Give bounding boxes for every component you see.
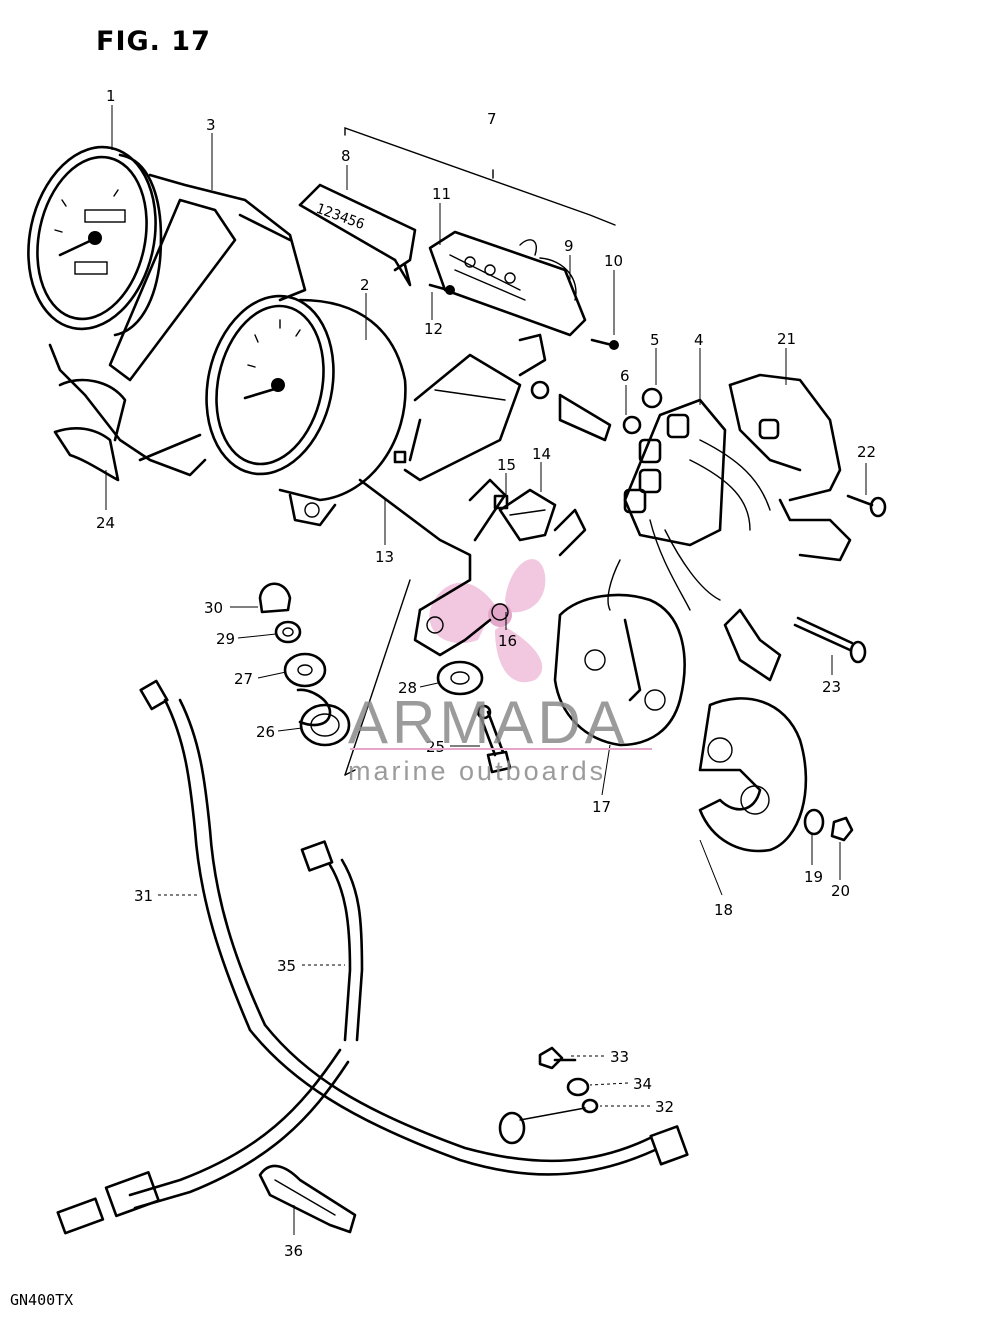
washer-29 [274,620,302,644]
watermark-underline [350,748,652,750]
cap-30 [258,582,292,614]
callout-11: 11 [432,185,451,203]
bulb-5 [641,387,663,409]
callout-16: 16 [498,632,517,650]
callout-19: 19 [804,868,823,886]
callout-3: 3 [206,116,216,134]
callout-25: 25 [426,738,445,756]
callout-30: 30 [204,599,223,617]
base-plate-17 [553,593,686,747]
cable-clamp-36 [258,1164,357,1234]
indicator-socket-plate [428,230,587,377]
callout-14: 14 [532,445,551,463]
plate-16 [468,478,587,557]
callout-24: 24 [96,514,115,532]
screw-10 [590,338,619,350]
callout-18: 18 [714,901,733,919]
speedometer-cable-31 [139,679,689,1176]
tachometer-gauge [205,294,407,527]
callout-2: 2 [360,276,370,294]
model-code: GN400TX [10,1291,74,1309]
nut-20 [830,816,854,842]
callout-7: 7 [487,110,497,128]
callout-12: 12 [424,320,443,338]
callout-8: 8 [341,147,351,165]
washer-28 [436,660,484,696]
callout-34: 34 [633,1075,652,1093]
callout-5: 5 [650,331,660,349]
meter-case [48,173,307,477]
callout-6: 6 [620,367,630,385]
watermark-brand: ARMADA [348,689,629,756]
callout-29: 29 [216,630,235,648]
callout-36: 36 [284,1242,303,1260]
bracket-7-leader [344,127,616,226]
bolt-33 [538,1046,577,1070]
figure-title: FIG. 17 [96,26,211,57]
screw-22 [846,494,887,518]
callout-21: 21 [777,330,796,348]
washer-19 [803,808,825,836]
speedometer-gauge [27,145,163,337]
callout-33: 33 [610,1048,629,1066]
indicator-housing-21 [723,373,852,682]
screw-12 [428,283,455,295]
callout-9: 9 [564,237,574,255]
callout-26: 26 [256,723,275,741]
cushion-27 [283,652,332,727]
screw-15 [493,494,509,510]
callout-leaders [105,105,867,1235]
watermark-tagline: marine outboards [348,756,607,786]
bulb-6 [530,380,642,442]
callout-27: 27 [234,670,253,688]
callout-23: 23 [822,678,841,696]
lamp-holder-14 [498,488,557,542]
bolt-23 [793,616,867,664]
callout-28: 28 [398,679,417,697]
callout-20: 20 [831,882,850,900]
callout-22: 22 [857,443,876,461]
meter-bracket [344,353,522,776]
callout-15: 15 [497,456,516,474]
lower-cover-18 [698,697,808,853]
callout-17: 17 [592,798,611,816]
bolt-25 [476,704,512,774]
grommet-26 [299,703,351,747]
callout-31: 31 [134,887,153,905]
indicator-panel: 123456 [298,183,417,287]
callout-13: 13 [375,548,394,566]
callout-1: 1 [106,87,116,105]
tachometer-cable-35 [56,840,364,1235]
callout-4: 4 [694,331,704,349]
indicator-cover [53,426,120,482]
washer-34 [566,1077,590,1097]
callout-labels: 1 2 3 4 5 6 7 8 9 10 11 12 13 14 15 16 1… [96,87,876,1260]
grommet-32 [498,1098,599,1145]
callout-35: 35 [277,957,296,975]
callout-10: 10 [604,252,623,270]
lamp-socket-assembly [607,398,771,611]
callout-32: 32 [655,1098,674,1116]
